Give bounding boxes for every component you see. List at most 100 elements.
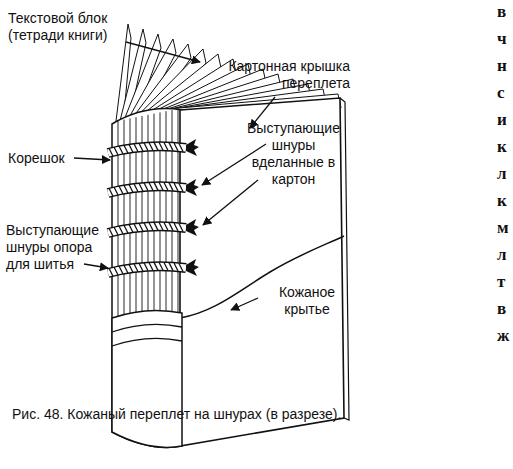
cord-twist xyxy=(129,184,133,192)
cord-twist xyxy=(134,184,138,192)
cord-twist xyxy=(179,223,183,231)
cord-twist xyxy=(139,223,143,231)
cord-twist xyxy=(114,267,118,275)
cord-twist xyxy=(179,263,183,271)
part-label: Корешок xyxy=(8,150,88,167)
cord-twist xyxy=(144,263,148,271)
cord-twist xyxy=(129,144,133,152)
cord-twist xyxy=(144,223,148,231)
page-text-fragment: т xyxy=(497,272,505,292)
cords xyxy=(108,139,199,276)
cord-twist xyxy=(109,228,113,236)
cord-twist xyxy=(144,183,148,191)
cord-twist xyxy=(149,183,153,191)
cord-twist xyxy=(154,142,158,150)
cord-twist xyxy=(159,222,163,230)
quire-line xyxy=(172,110,173,316)
cord-twist xyxy=(169,143,173,151)
page-text-fragment: к xyxy=(497,191,507,211)
cord-twist xyxy=(114,187,118,195)
cord-twist xyxy=(179,143,183,151)
cord-twist xyxy=(174,263,178,271)
part-label: Картонная крышка переплета xyxy=(188,58,350,92)
cord-twist xyxy=(134,144,138,152)
part-label: Текстовой блок (тетради книги) xyxy=(8,10,158,44)
leader-arrow xyxy=(74,158,110,160)
cord-twist xyxy=(134,224,138,232)
cord-twist xyxy=(174,223,178,231)
part-label: Выступающие шнуры опора для шитья xyxy=(6,222,106,273)
cord-twist xyxy=(144,143,148,151)
cord-twist xyxy=(119,146,123,154)
cord-twist xyxy=(119,266,123,274)
cord-twist xyxy=(169,223,173,231)
cord-twist xyxy=(154,262,158,270)
quire-lines xyxy=(118,109,178,316)
cord-twist xyxy=(164,222,168,230)
cord-end xyxy=(186,259,199,276)
cord-twist xyxy=(139,263,143,271)
cord-twist xyxy=(169,183,173,191)
cord-twist xyxy=(129,264,133,272)
cord-twist xyxy=(124,145,128,153)
quire-line xyxy=(178,109,179,316)
cord-twist xyxy=(139,143,143,151)
part-label: Выступающие шнуры вделанные в картон xyxy=(236,120,351,188)
leader-arrow xyxy=(126,42,200,62)
leather-band xyxy=(112,324,182,332)
page-text-fragment: л xyxy=(497,164,507,184)
leader-arrow xyxy=(231,298,258,310)
page-text-fragment: к xyxy=(497,137,507,157)
cord-twist xyxy=(164,142,168,150)
cord-twist xyxy=(109,148,113,156)
cord-twist xyxy=(119,226,123,234)
cord-twist xyxy=(134,264,138,272)
cord-end xyxy=(186,219,199,236)
page-text-fragment: в xyxy=(497,299,506,319)
page-text-fragment: с xyxy=(497,83,505,103)
cord-twist xyxy=(109,268,113,276)
cord-twist xyxy=(149,263,153,271)
board-thickness xyxy=(340,98,349,420)
leader-arrow xyxy=(203,180,258,225)
cord-twist xyxy=(154,182,158,190)
cord-twist xyxy=(164,262,168,270)
board-cover xyxy=(180,98,344,446)
page-text-fragment: ч xyxy=(497,29,507,49)
cord-twist xyxy=(149,143,153,151)
cord-end xyxy=(186,179,199,196)
spine-leather xyxy=(112,310,182,447)
cord-twist xyxy=(174,183,178,191)
cord-twist xyxy=(114,147,118,155)
cord-twist xyxy=(109,188,113,196)
cord-end xyxy=(186,139,199,156)
part-label: Кожаное крытье xyxy=(262,284,352,318)
cord-twist xyxy=(124,225,128,233)
cord-twist xyxy=(159,262,163,270)
leather-band xyxy=(112,338,182,346)
cord-twist xyxy=(119,186,123,194)
cord-twist xyxy=(169,263,173,271)
page-text-fragment: н xyxy=(497,56,507,76)
cord-twist xyxy=(159,142,163,150)
cord-twist xyxy=(114,227,118,235)
spine xyxy=(112,109,182,448)
cord-twist xyxy=(164,182,168,190)
cord-twist xyxy=(139,183,143,191)
page-text-fragment: м xyxy=(497,218,509,238)
cord-twist xyxy=(154,222,158,230)
cord-twist xyxy=(124,265,128,273)
page-text-fragment: л xyxy=(497,245,507,265)
cord-twist xyxy=(159,182,163,190)
page-text-fragment: ж xyxy=(497,326,509,346)
cord-twist xyxy=(129,224,133,232)
leader-arrow xyxy=(84,264,108,268)
cord-twist xyxy=(149,223,153,231)
figure-caption: Рис. 48. Кожаный переплет на шнурах (в р… xyxy=(12,406,341,422)
page-text-fragment: в xyxy=(497,2,506,22)
cord-twist xyxy=(174,143,178,151)
page-text-fragment: и xyxy=(497,110,507,130)
cord-twist xyxy=(179,183,183,191)
cord-twist xyxy=(124,185,128,193)
